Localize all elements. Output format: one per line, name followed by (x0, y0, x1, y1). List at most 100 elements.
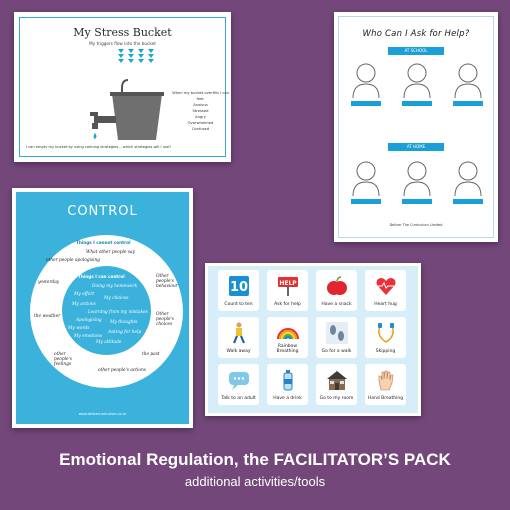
cannot-control-item: the weather (34, 314, 61, 319)
number-ten-icon: 10 (228, 276, 249, 296)
strategy-cards-background: 10 Count to ten HELP Ask for help Have a… (208, 266, 418, 413)
trigger-arrows (116, 49, 156, 63)
help-sheet: Who Can I Ask for Help? AT SCHOOL AT HOM… (334, 12, 498, 242)
can-control-item: My effort (74, 292, 95, 297)
cannot-control-item: What other people say (86, 250, 135, 255)
stress-bucket-sheet: My Stress Bucket My triggers flow into t… (14, 12, 231, 162)
person-outline-icon (454, 161, 482, 197)
water-bottle-icon (283, 370, 292, 391)
stress-bucket-title: My Stress Bucket (73, 26, 172, 39)
control-sheet-footer: www.delivercurriculum.co.uk (78, 412, 127, 416)
can-control-item: Asking for help (108, 330, 142, 335)
bucket-icon (90, 79, 164, 140)
person-outline-icon (403, 161, 431, 197)
person-outline-icon (403, 63, 431, 99)
strategy-cards-sheet: 10 Count to ten HELP Ask for help Have a… (205, 263, 421, 416)
svg-text:HELP: HELP (279, 280, 297, 287)
name-tag (453, 199, 483, 204)
rainbow-icon (276, 328, 299, 340)
bucket-feeling: Confused (191, 127, 210, 131)
strategy-card-label: Count to ten (224, 302, 253, 307)
strategy-card: Talk to an adult (218, 364, 259, 405)
name-tag (351, 101, 381, 106)
inner-circle-heading: Things I can control (78, 274, 125, 279)
house-icon (326, 371, 347, 390)
footprints-icon (325, 322, 348, 344)
strategy-card: Go to my room (316, 364, 357, 405)
strategy-card-label: Walk away (226, 349, 251, 354)
strategy-card: Have a drink (267, 364, 308, 405)
help-sheet-frame: Who Can I Ask for Help? AT SCHOOL AT HOM… (338, 16, 494, 238)
hand-icon (378, 370, 393, 391)
bucket-feeling: Overwhelmed (187, 121, 214, 125)
strategy-card-label: Heart hug (374, 302, 397, 307)
bucket-feeling: Stressed (192, 109, 209, 113)
outer-circle-heading: Things I cannot control (76, 240, 131, 245)
strategy-card: Have a snack (316, 270, 357, 311)
stress-bucket-footer: I can empty my bucket by using calming s… (26, 145, 172, 149)
bucket-feelings-intro: When my bucket overfills I can feel: (172, 91, 229, 101)
stress-bucket-subtitle: My triggers flow into the bucket (89, 41, 156, 46)
speech-bubble-icon (228, 372, 249, 390)
at-home-ribbon: AT HOME (388, 143, 444, 151)
help-sheet-footer: Deliver The Curriculum Limited (389, 223, 443, 227)
can-control-item: Learning from my mistakes (88, 310, 148, 315)
cannot-control-item: yesterday (38, 280, 60, 285)
strategy-card-label: Hand Breathing (367, 396, 404, 401)
walking-person-icon (232, 322, 245, 344)
strategy-card-label: Rainbow Breathing (276, 344, 299, 354)
svg-text:10: 10 (229, 280, 247, 295)
name-tag (402, 199, 432, 204)
cannot-control-item: other people's actions (98, 368, 146, 373)
strategy-card: Skipping (365, 317, 406, 358)
name-tag (351, 199, 381, 204)
can-control-item: My emotions (74, 334, 103, 339)
heart-icon (376, 278, 395, 295)
can-control-item: My actions (72, 302, 96, 307)
strategy-card: Rainbow Breathing (267, 317, 308, 358)
bucket-feelings-list: When my bucket overfills I can feel: Anx… (168, 90, 233, 132)
person-outline-icon (352, 161, 380, 197)
can-control-item: My thoughts (110, 320, 138, 325)
pack-subtitle: additional activities/tools (184, 474, 326, 489)
control-sheet: CONTROL Things I cannot control What oth… (12, 188, 193, 428)
name-tag (453, 101, 483, 106)
strategy-card: Hand Breathing (365, 364, 406, 405)
cannot-control-item: Other people's behaviour (156, 274, 178, 289)
help-sheet-title: Who Can I Ask for Help? (362, 29, 470, 39)
stress-bucket-frame: My Stress Bucket My triggers flow into t… (19, 17, 229, 157)
can-control-item: Doing my homework (92, 284, 138, 289)
person-outline-icon (454, 63, 482, 99)
strategy-card: HELP Ask for help (267, 270, 308, 311)
strategy-card-label: Ask for help (274, 302, 301, 307)
control-sheet-background: CONTROL Things I cannot control What oth… (16, 192, 189, 424)
strategy-card-label: Have a drink (273, 396, 302, 401)
strategy-card: Walk away (218, 317, 259, 358)
cannot-control-item: other people apologising (46, 258, 101, 263)
strategy-card: Go for a walk (316, 317, 357, 358)
control-title: CONTROL (67, 204, 138, 219)
apple-icon (326, 276, 347, 295)
bucket-feeling: Anxious (193, 103, 208, 107)
name-tag (402, 101, 432, 106)
strategy-card: 10 Count to ten (218, 270, 259, 311)
strategy-card-label: Go to my room (319, 396, 354, 401)
cannot-control-item: the past (142, 352, 160, 357)
can-control-item: My attitude (96, 340, 122, 345)
help-sign-icon: HELP (277, 277, 298, 296)
strategy-card-label: Skipping (375, 349, 396, 354)
bucket-feeling: Angry (195, 115, 206, 119)
at-school-ribbon: AT SCHOOL (388, 47, 444, 55)
inner-circle (62, 266, 151, 355)
person-outline-icon (352, 63, 380, 99)
can-control-item: My words (68, 326, 90, 331)
can-control-item: Apologising (76, 318, 102, 323)
cannot-control-item: Other people's choices (156, 312, 174, 327)
strategy-card-label: Have a snack (321, 302, 352, 307)
strategy-card-label: Talk to an adult (221, 396, 256, 401)
strategy-card-label: Go for a walk (321, 349, 352, 354)
cannot-control-item: other people's feelings (54, 352, 72, 367)
strategy-card: Heart hug (365, 270, 406, 311)
pack-title: Emotional Regulation, the FACILITATOR’S … (59, 450, 451, 469)
skipping-rope-icon (377, 323, 394, 343)
